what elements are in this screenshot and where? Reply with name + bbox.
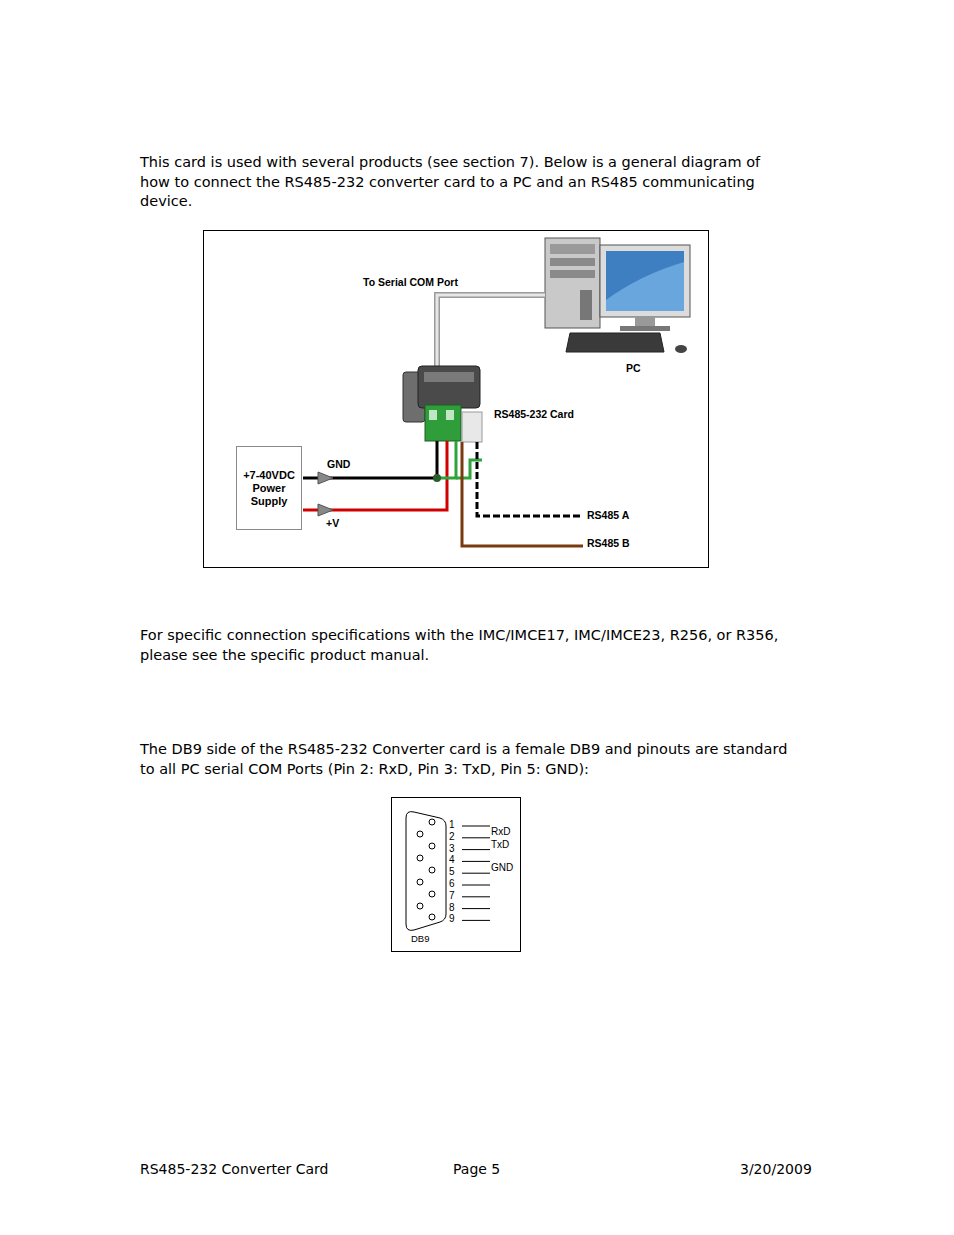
pin-line [462, 908, 490, 909]
pin-line [462, 837, 490, 838]
pin-number: 6 [449, 878, 455, 890]
pin-number: 3 [449, 843, 455, 855]
pc-illustration [545, 238, 690, 353]
device-label: PC [626, 362, 641, 374]
footer-text: Page 5 [453, 1161, 500, 1177]
footer-text: 3/20/2009 [740, 1161, 812, 1177]
signal-name: GND [491, 862, 513, 874]
db9-frame [392, 798, 521, 952]
body-paragraph: For specific connection specifications w… [140, 626, 788, 665]
wire-label: +V [326, 517, 339, 529]
power-supply-box: +7-40VDC Power Supply [236, 446, 302, 530]
pin-number: 7 [449, 890, 455, 902]
wire-label: GND [327, 458, 350, 470]
serial-cable [437, 295, 545, 368]
figure-frame [204, 231, 709, 568]
node-text: +7-40VDC Power Supply [239, 469, 299, 508]
signal-name: RxD [491, 826, 510, 838]
pin-line [462, 920, 490, 921]
pin-line [462, 873, 490, 874]
signal-name: TxD [491, 839, 509, 851]
pin-lines [462, 826, 490, 920]
pin-number: 4 [449, 854, 455, 866]
footer-text: RS485-232 Converter Card [140, 1161, 329, 1177]
card-label: RS485-232 Card [494, 408, 574, 420]
pin-number: 5 [449, 866, 455, 878]
wire-arrows [318, 472, 333, 516]
pin-number: 2 [449, 831, 455, 843]
pin-line [462, 826, 490, 827]
pin-line [462, 885, 490, 886]
pin-number: 9 [449, 913, 455, 925]
pin-line [462, 896, 490, 897]
wire-label: RS485 A [587, 509, 629, 521]
wire-label: RS485 B [587, 537, 630, 549]
pin-number: 8 [449, 902, 455, 914]
body-paragraph: The DB9 side of the RS485-232 Converter … [140, 740, 788, 779]
body-paragraph: This card is used with several products … [140, 153, 788, 212]
wires [303, 441, 583, 546]
pin-line [462, 849, 490, 850]
cable-label: To Serial COM Port [363, 276, 458, 288]
db9-connector [406, 812, 446, 931]
converter-card [403, 366, 482, 442]
pin-line [462, 861, 490, 862]
pin-number: 1 [449, 819, 455, 831]
connector-name: DB9 [411, 934, 429, 945]
